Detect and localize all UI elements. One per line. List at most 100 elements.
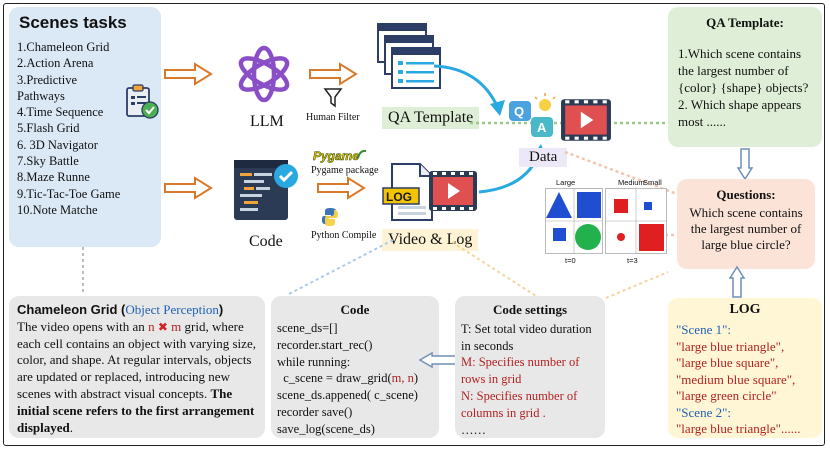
questions-title: Questions: xyxy=(716,187,776,202)
log-title: LOG xyxy=(729,302,761,317)
arrow-to-llm xyxy=(164,62,213,86)
log-line: "large blue square", xyxy=(676,355,779,370)
qa-template-line: most ...... xyxy=(678,114,727,129)
dotted-connector-tasks-chameleon xyxy=(82,247,84,295)
video-play-icon-data xyxy=(561,99,611,141)
video-log-label: Video & Log xyxy=(382,229,479,251)
chameleon-grid-panel: Chameleon Grid (Object Perception) The v… xyxy=(9,296,265,438)
chameleon-m-var: m xyxy=(171,318,182,334)
log-line: "large blue triangle", xyxy=(676,338,785,354)
filter-funnel-icon xyxy=(323,88,343,108)
questions-line: large blue circle? xyxy=(701,237,791,252)
code-settings-m: M: Specifies number of rows in grid xyxy=(461,355,580,387)
scenes-tasks-title: Scenes tasks xyxy=(19,13,127,32)
chameleon-line1-prefix: The video opens with an xyxy=(17,318,149,334)
chameleon-title-line: Chameleon Grid (Object Perception) xyxy=(17,302,257,319)
python-compile-label: Python Compile xyxy=(311,230,377,241)
code-draw-call: c_scene = draw_grid( xyxy=(277,371,392,386)
clipboard-check-icon xyxy=(126,84,159,119)
llm-openai-icon xyxy=(238,45,290,103)
log-icon-text: LOG xyxy=(386,190,412,204)
code-settings-n: N: Specifies number of columns in grid . xyxy=(461,388,578,420)
scene-task-item: 4.Time Sequence xyxy=(17,105,104,120)
qa-template-line: the largest number of xyxy=(678,63,789,78)
scene-large-label: Large xyxy=(556,178,576,187)
qa-template-windows-icon xyxy=(377,23,441,89)
code-settings-title: Code settings xyxy=(492,302,568,317)
scene-small-label: Small xyxy=(643,178,662,187)
data-icon-a: A xyxy=(537,120,547,135)
code-line: recorder.start_rec() xyxy=(277,337,373,352)
data-qa-bubbles-icon xyxy=(509,93,556,137)
chameleon-title: Chameleon Grid ( xyxy=(17,302,126,317)
questions-line: the largest number of xyxy=(690,221,802,236)
qa-template-line: 1.Which scene contains xyxy=(678,46,802,61)
curved-arrow-qa-to-data xyxy=(433,64,505,116)
scene-grid-t0 xyxy=(545,188,603,254)
qa-template-label: QA Template xyxy=(382,107,480,129)
python-logo-icon xyxy=(322,208,338,226)
scene-task-item: 8.Maze Runne xyxy=(17,170,90,185)
qa-template-line: {color} {shape} objects? xyxy=(678,80,809,95)
dotted-connector-scene-questions xyxy=(665,233,677,237)
arrow-to-video-log xyxy=(317,176,366,200)
log-panel: LOG "Scene 1":"large blue triangle","lar… xyxy=(668,298,822,438)
pygame-snake-icon xyxy=(357,149,367,159)
chameleon-subtitle: Object Perception xyxy=(125,302,219,317)
questions-line: Which scene contains xyxy=(689,205,803,220)
code-line: scene_ds=[] xyxy=(277,321,338,335)
chameleon-end: . xyxy=(69,419,73,435)
arrow-to-code xyxy=(164,176,213,200)
scene-grid-t3 xyxy=(605,188,667,254)
data-icon-q: Q xyxy=(514,104,525,119)
data-label: Data xyxy=(519,148,568,167)
scene-task-item: 2.Action Arena xyxy=(17,56,94,71)
dotted-connector-code-panel xyxy=(288,239,394,295)
code-label: Code xyxy=(249,233,283,250)
log-line: "Scene 1": xyxy=(676,322,732,337)
code-title: Code xyxy=(340,302,370,317)
code-line: scene_ds.appened( c_scene) xyxy=(277,388,418,403)
scene-task-item: 7.Sky Battle xyxy=(17,154,79,169)
scene-task-item: 6. 3D Navigator xyxy=(17,137,98,152)
chameleon-body-text: where each cell contains an object with … xyxy=(17,318,256,401)
llm-label: LLM xyxy=(250,113,284,130)
log-line: "large green circle" xyxy=(676,388,777,403)
code-line: save_log(scene_ds) xyxy=(277,421,375,436)
outer-frame xyxy=(3,3,825,446)
qa-template-title: QA Template: xyxy=(706,15,784,30)
chameleon-n-var: n xyxy=(148,318,155,334)
scene-task-item: 9.Tic-Tac-Toe Game xyxy=(17,186,121,201)
arrow-to-qa-template xyxy=(309,62,358,86)
arrow-settings-to-code xyxy=(418,351,457,369)
code-settings-ellipsis: …… xyxy=(461,422,486,437)
code-line: recorder save() xyxy=(277,404,353,419)
scene-t3-label: t=3 xyxy=(627,256,638,265)
log-line: "medium blue square", xyxy=(676,371,796,387)
questions-lines: Which scene contains the largest number … xyxy=(685,205,807,253)
human-filter-label: Human Filter xyxy=(306,112,360,123)
log-document-icon xyxy=(382,163,433,221)
chameleon-bold-text: The initial scene refers to the first ar… xyxy=(17,385,255,435)
pygame-logo: Pygame xyxy=(313,149,360,164)
arrow-up-to-questions xyxy=(728,265,746,298)
scene-t0-label: t=0 xyxy=(565,256,576,265)
questions-panel: Questions: Which scene contains the larg… xyxy=(677,179,815,269)
code-terminal-icon xyxy=(234,160,298,220)
qa-template-panel: QA Template: 1.Which scene contains the … xyxy=(668,7,822,147)
qa-template-line: 2. Which shape appears xyxy=(678,97,802,112)
chameleon-body: The video opens with an n ✖ m grid, wher… xyxy=(17,319,257,437)
dotted-connector-data-questions xyxy=(564,150,678,196)
log-lines: "Scene 1":"large blue triangle","large b… xyxy=(676,322,814,438)
scene-task-item: 3.Predictive Pathways xyxy=(17,72,78,103)
log-line: "large blue triangle"...... xyxy=(676,421,801,436)
code-line-draw: c_scene = draw_grid(m, n) xyxy=(277,370,433,387)
code-draw-close: ) xyxy=(413,371,419,386)
scene-medium-label: Medium xyxy=(618,178,645,187)
qa-template-lines: 1.Which scene contains the largest numbe… xyxy=(678,45,812,130)
code-line: while running: xyxy=(277,354,351,369)
scene-task-item: 10.Note Matche xyxy=(17,202,98,217)
chameleon-close-paren: ) xyxy=(218,302,224,317)
